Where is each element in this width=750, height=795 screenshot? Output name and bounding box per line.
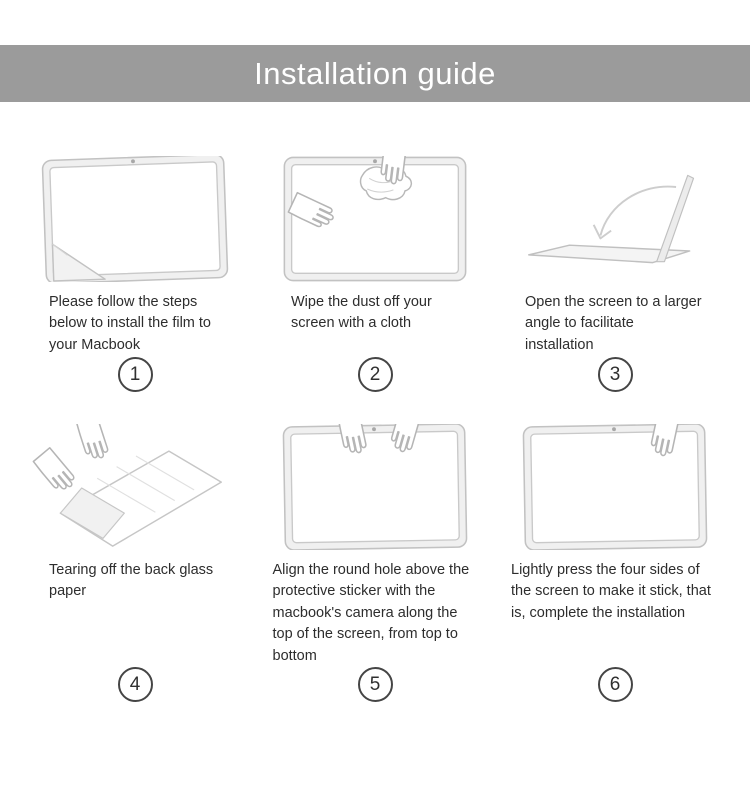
step-6-number-badge: 6 — [597, 667, 633, 702]
step-3-number-badge: 3 — [597, 357, 633, 392]
peeled-backing-corner-icon — [59, 487, 125, 539]
step-5-caption: Align the round hole above the protectiv… — [272, 562, 470, 664]
hand-icon — [32, 447, 79, 496]
step-1: Please follow the steps below to install… — [19, 156, 251, 392]
step-3-number: 3 — [597, 357, 633, 392]
step-6-caption: Lightly press the four sides of the scre… — [511, 562, 711, 621]
step-1-number: 1 — [117, 357, 153, 392]
step-5-number-badge: 5 — [357, 667, 393, 703]
step-1-number-badge: 1 — [117, 357, 153, 392]
step-6: Lightly press the four sides of the scre… — [499, 424, 731, 702]
laptop-lid-icon — [656, 174, 695, 263]
step-4: Tearing off the back glass paper 4 — [19, 424, 251, 702]
header-banner: Installation guide — [0, 45, 750, 102]
step-6-number: 6 — [597, 667, 633, 702]
step-2-caption: Wipe the dust off your screen with a clo… — [291, 294, 432, 332]
step-1-caption: Please follow the steps below to install… — [49, 294, 211, 353]
step-2-number-badge: 2 — [357, 357, 393, 392]
step-5: Align the round hole above the protectiv… — [259, 424, 491, 703]
step-3-illustration — [512, 156, 718, 282]
step-2-illustration — [272, 156, 478, 282]
open-arrow-icon — [599, 185, 677, 236]
step-3-caption: Open the screen to a larger angle to fac… — [525, 294, 702, 353]
hand-icon — [74, 424, 111, 463]
step-5-illustration — [272, 424, 478, 550]
step-6-illustration — [512, 424, 718, 550]
laptop-base-icon — [528, 244, 691, 264]
step-5-number: 5 — [357, 667, 393, 703]
step-2-number: 2 — [357, 357, 393, 392]
step-4-number: 4 — [117, 667, 153, 702]
step-3: Open the screen to a larger angle to fac… — [499, 156, 731, 392]
step-1-illustration — [32, 156, 238, 282]
installation-guide-page: Installation guide Please follow the ste… — [0, 45, 750, 703]
step-4-caption: Tearing off the back glass paper — [49, 562, 214, 600]
step-4-number-badge: 4 — [117, 667, 153, 702]
step-4-illustration — [32, 424, 238, 550]
step-2: Wipe the dust off your screen with a clo… — [259, 156, 491, 392]
steps-grid: Please follow the steps below to install… — [19, 156, 731, 703]
page-title: Installation guide — [254, 55, 496, 91]
